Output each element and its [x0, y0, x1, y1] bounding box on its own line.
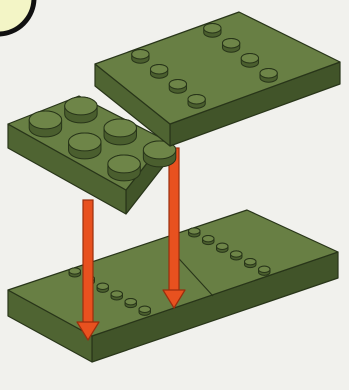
plate-medium-stud: [188, 94, 205, 108]
base-plate-stud: [125, 298, 136, 307]
plate-small-stud: [104, 119, 136, 145]
base-plate-stud: [259, 266, 270, 275]
base-plate-stud: [203, 235, 214, 244]
plate-small-stud: [108, 155, 140, 181]
plate-medium-stud: [260, 68, 277, 82]
base-plate-stud: [189, 228, 200, 237]
plate-small-stud: [69, 133, 101, 159]
base-plate-stud: [217, 243, 228, 252]
base-plate-stud: [139, 306, 150, 315]
plate-medium-stud: [241, 53, 258, 67]
plate-medium-stud: [150, 64, 167, 78]
base-plate-stud: [111, 291, 122, 300]
plate-medium-stud: [132, 49, 149, 63]
plate-small-stud: [29, 111, 61, 137]
plate-medium-stud: [169, 79, 186, 93]
base-plate-stud: [69, 268, 80, 277]
base-plate-stud: [245, 258, 256, 267]
plate-medium-stud: [222, 38, 239, 52]
plate-medium-stud: [204, 23, 221, 37]
base-plate-stud: [97, 283, 108, 292]
base-plate-stud: [231, 251, 242, 260]
plate-small-stud: [65, 97, 97, 123]
